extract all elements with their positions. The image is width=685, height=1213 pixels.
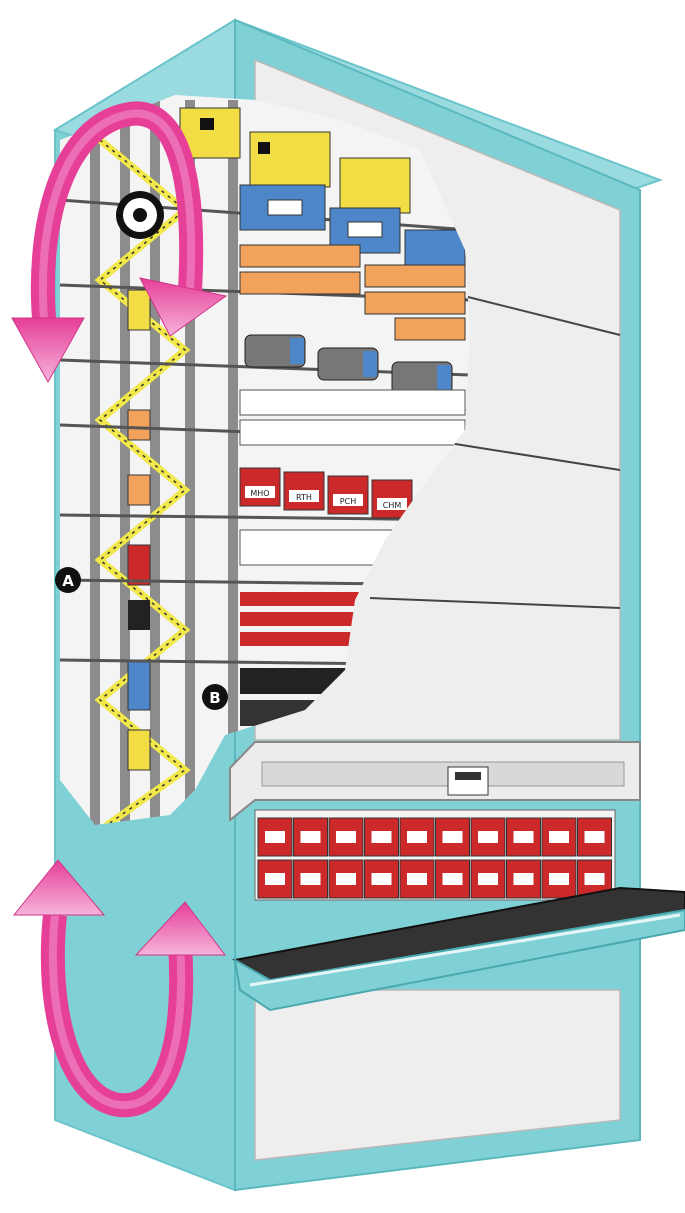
window-red-bin-tag [407, 831, 427, 843]
window-red-bin-tag [549, 873, 569, 885]
point-b-label: B [209, 689, 220, 707]
point-a-label: A [62, 572, 74, 590]
window-red-bin-tag [442, 831, 463, 843]
point-a-marker: A [55, 567, 81, 593]
window-control-panel [447, 766, 489, 796]
window-red-bin-tag [336, 831, 356, 843]
window-red-bin-tag [513, 831, 534, 843]
shelf-white-trays [239, 389, 466, 446]
shelf-motor-parts [244, 334, 453, 395]
rotation-arrow-bottom-icon [12, 859, 227, 1118]
window-red-bin-tag [442, 873, 463, 885]
red-bin-label-1: MHO [250, 489, 269, 498]
window-red-bin-tag [265, 873, 285, 885]
drive-sprocket-icon [116, 191, 164, 239]
window-red-bin-tag [407, 873, 427, 885]
window-red-bin [257, 817, 293, 857]
window-red-bin-tag [478, 831, 498, 843]
carrier-chain [94, 137, 191, 825]
window-red-bin-tag [549, 831, 569, 843]
window-red-bin-tag [371, 831, 392, 843]
window-red-bin-tag [300, 831, 321, 843]
point-b-marker: B [202, 684, 228, 710]
window-red-bins [257, 817, 612, 899]
window-red-bin-tag [584, 831, 605, 843]
window-red-bin-tag [300, 873, 321, 885]
column-bins [127, 289, 151, 771]
window-red-bin-tag [478, 873, 498, 885]
delivery-window [229, 741, 685, 1012]
work-counter-highlight [249, 913, 681, 987]
red-bin-label-4: CHM [383, 501, 402, 510]
shelf-orange-trays [239, 244, 466, 341]
shelf-yellow-bins [179, 107, 411, 214]
window-red-bin [435, 817, 470, 857]
window-red-bin-tag [336, 873, 356, 885]
red-bin-label-2: RTH [296, 493, 312, 502]
window-header-inner [261, 761, 625, 787]
cabinet-front-panel-lower [254, 989, 621, 1161]
red-bin-label-3: PCH [340, 497, 356, 506]
window-red-bin-tag [371, 873, 392, 885]
rotation-arrow-top-icon [11, 101, 228, 384]
work-counter-lip [233, 908, 685, 1012]
window-control-display [455, 772, 481, 780]
window-red-bin-tag [584, 873, 605, 885]
window-red-bin-tag [265, 831, 285, 843]
window-red-bin-tag [513, 873, 534, 885]
shelf-red-bins: MHO RTH PCH CHM [239, 467, 413, 519]
